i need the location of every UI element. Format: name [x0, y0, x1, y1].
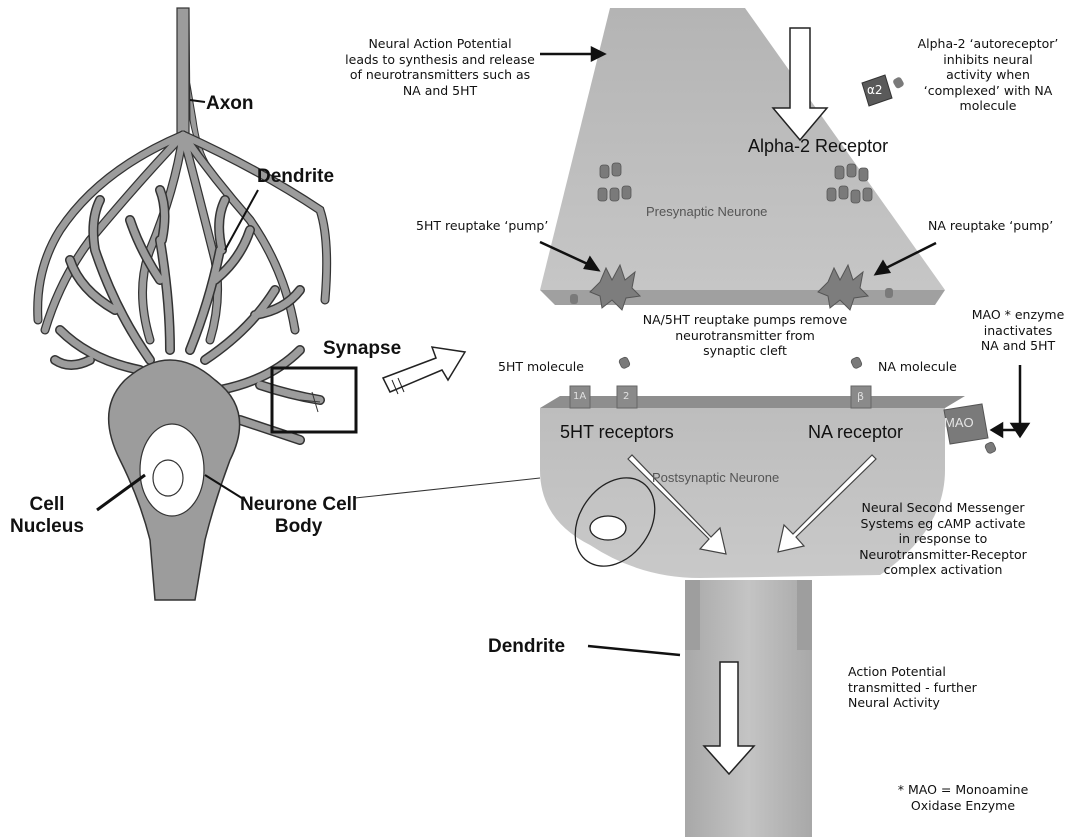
5ht-pump-label: 5HT reuptake ‘pump’: [416, 218, 548, 234]
axon-label: Axon: [206, 93, 254, 115]
receptor-1a: 1A: [573, 391, 586, 402]
5ht-molecule-label: 5HT molecule: [498, 359, 584, 375]
dendrite-stem: [685, 580, 812, 837]
cell-nucleus-label: Cell Nucleus: [10, 494, 84, 538]
dendrite-label: Dendrite: [257, 166, 334, 188]
lower-dendrite-label: Dendrite: [488, 636, 565, 658]
na-pump-label: NA reuptake ‘pump’: [928, 218, 1053, 234]
alpha2-receptor-label: Alpha-2 Receptor: [748, 136, 888, 157]
na-receptor-label: NA receptor: [808, 422, 903, 443]
neurone-cell-body-label: Neurone Cell Body: [240, 494, 357, 538]
receptor-2: 2: [623, 391, 629, 402]
mao-label: MAO: [944, 415, 974, 430]
alpha2-note: Alpha-2 ‘autoreceptor’ inhibits neural a…: [908, 36, 1068, 114]
action-potential-transmitted-note: Action Potential transmitted - further N…: [848, 664, 977, 711]
synapse-label: Synapse: [323, 338, 401, 360]
alpha2-symbol: α2: [867, 83, 883, 97]
presynaptic-neurone-label: Presynaptic Neurone: [646, 204, 767, 219]
action-potential-note: Neural Action Potential leads to synthes…: [340, 36, 540, 98]
receptor-beta: β: [857, 390, 864, 403]
mao-note: MAO * enzyme inactivates NA and 5HT: [958, 307, 1078, 354]
na-molecule-label: NA molecule: [878, 359, 957, 375]
second-messenger-note: Neural Second Messenger Systems eg cAMP …: [848, 500, 1038, 578]
mao-footnote: * MAO = Monoamine Oxidase Enzyme: [878, 782, 1048, 813]
5ht-receptors-label: 5HT receptors: [560, 422, 674, 443]
reuptake-note: NA/5HT reuptake pumps remove neurotransm…: [615, 312, 875, 359]
postsynaptic-neurone-label: Postsynaptic Neurone: [652, 470, 779, 485]
